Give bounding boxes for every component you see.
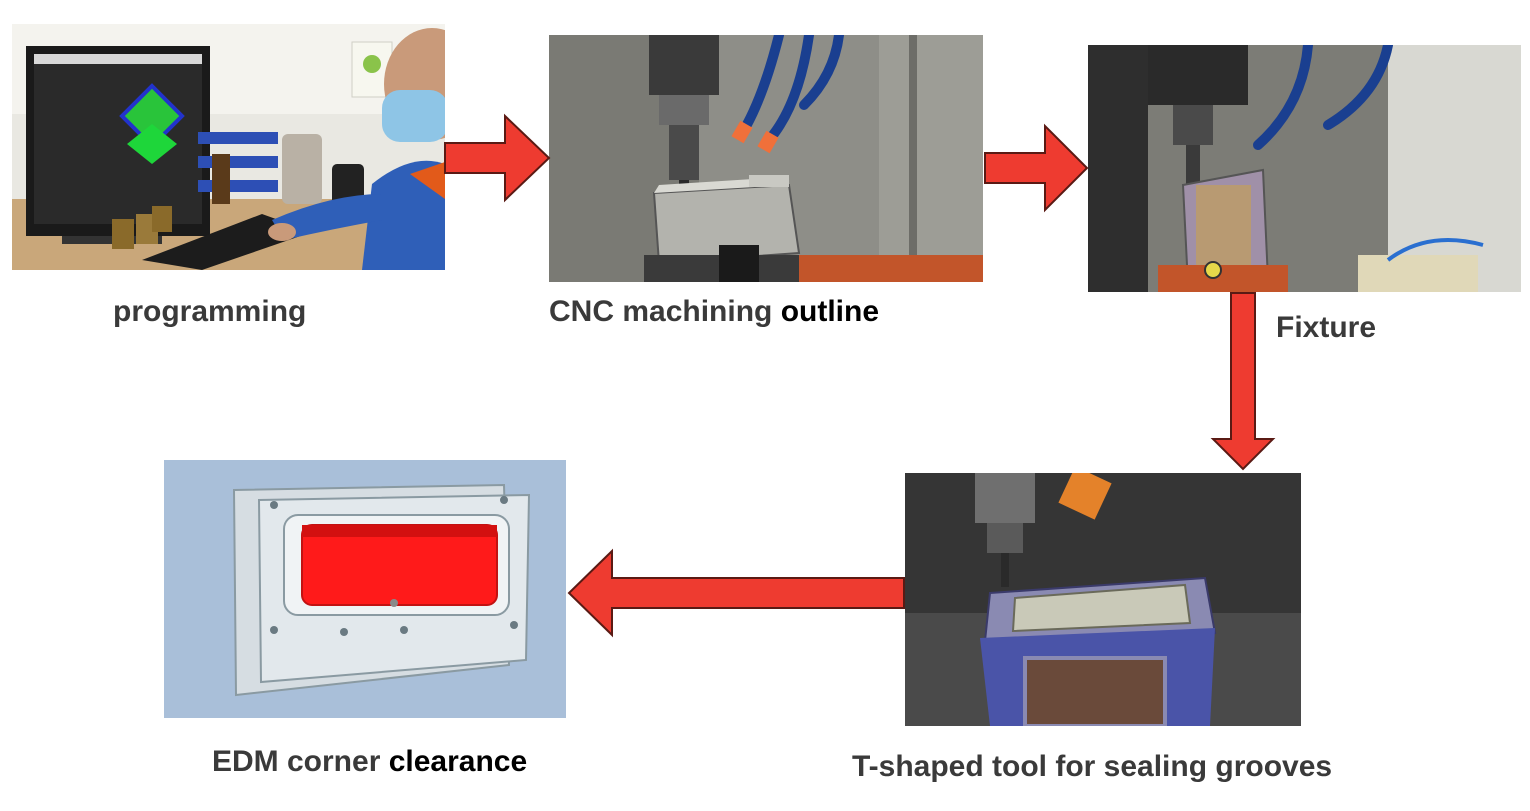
step-label-t-shaped-tool: T-shaped tool for sealing grooves — [852, 750, 1333, 783]
step-label-edm: EDM corner clearance — [212, 745, 528, 778]
step-label-programming: programming — [113, 295, 307, 328]
programming-photo — [12, 24, 445, 270]
step-label-fixture: Fixture — [1276, 311, 1377, 344]
arrow-fixture-to-t-tool — [1210, 291, 1276, 472]
arrow-cnc-to-fixture — [983, 123, 1091, 213]
fixture-photo — [1088, 45, 1521, 292]
cnc-machining-photo — [549, 35, 983, 282]
arrow-t-tool-to-edm — [566, 548, 906, 638]
edm-render — [164, 460, 566, 718]
step-label-cnc-machining: CNC machining outline — [549, 295, 880, 328]
arrow-programming-to-cnc — [443, 113, 553, 203]
t-shaped-tool-photo — [905, 473, 1301, 726]
